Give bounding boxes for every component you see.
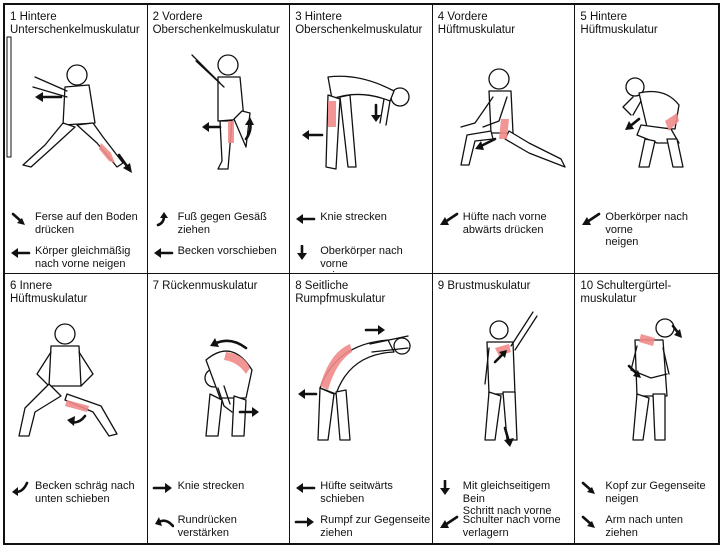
stretch-figure-hamstrings	[302, 75, 410, 170]
instruction-1: Knie strecken	[152, 480, 290, 493]
stretch-figure-glutes	[622, 77, 685, 168]
arrow-down-right-icon	[582, 515, 596, 528]
panel-title: 7 Rückenmuskulatur	[152, 280, 258, 292]
panel-7: 7 Rückenmuskulatur Knie strecken Rundrüc…	[148, 274, 291, 543]
instruction-1: Knie strecken	[294, 211, 432, 224]
arrow-down-left-icon	[439, 212, 459, 225]
panel-title: 10 Schultergürtel- muskulatur	[580, 280, 672, 305]
instruction-text: Oberkörper nach vorne neigen	[605, 211, 688, 248]
instruction-text: Körper gleichmäßig nach vorne neigen	[35, 245, 131, 270]
arrow-left-icon	[11, 248, 31, 258]
instruction-text: Rumpf zur Gegenseite ziehen	[320, 514, 431, 539]
stretch-figure-chest	[484, 311, 538, 447]
panel-6: 6 Innere Hüftmuskulatur Becken schräg na…	[5, 274, 148, 543]
instruction-2: Rundrücken verstärken	[152, 514, 290, 539]
stretch-figure-side-trunk	[298, 325, 411, 441]
instruction-1: Oberkörper nach vorne neigen	[579, 211, 717, 249]
instruction-2: Körper gleichmäßig nach vorne neigen	[9, 245, 147, 270]
instruction-text: Kopf zur Gegenseite neigen	[605, 480, 706, 505]
instruction-2: Schulter nach vorne verlagern	[437, 514, 575, 539]
arrow-curved-up-icon	[156, 212, 168, 227]
arrow-down-icon	[439, 480, 450, 495]
arrow-curved-left-icon	[154, 517, 174, 528]
arrow-left-icon	[296, 483, 316, 493]
panel-title: 1 Hintere Unterschenkelmuskulatur	[10, 11, 140, 36]
instruction-2: Becken vorschieben	[152, 245, 290, 258]
instruction-2: Rumpf zur Gegenseite ziehen	[294, 514, 432, 539]
instruction-1: Mit gleichseitigem Bein Schritt nach vor…	[437, 480, 575, 518]
instruction-2: Oberkörper nach vorne neigen	[294, 245, 432, 273]
arrow-down-right-icon	[582, 481, 596, 494]
panel-title: 3 Hintere Oberschenkelmuskulatur	[295, 11, 423, 36]
instruction-1: Kopf zur Gegenseite neigen	[579, 480, 717, 505]
arrow-down-icon	[297, 245, 308, 260]
instruction-text: Knie strecken	[320, 211, 387, 223]
arrow-down-left-icon	[582, 212, 601, 225]
panel-title: 5 Hintere Hüftmuskulatur	[580, 11, 658, 36]
panel-5: 5 Hintere Hüftmuskulatur Oberkörper nach…	[575, 5, 718, 274]
instruction-1: Becken schräg nach unten schieben	[9, 480, 147, 505]
instruction-1: Fuß gegen Gesäß ziehen	[152, 211, 290, 236]
panel-1: 1 Hintere Unterschenkelmuskulatur Ferse …	[5, 5, 148, 274]
arrow-down-left-icon	[439, 515, 459, 528]
instruction-1: Ferse auf den Boden drücken	[9, 211, 147, 236]
panel-8: 8 Seitliche Rumpfmuskulatur Hüfte seitwä…	[290, 274, 433, 543]
arrow-curved-down-left-icon	[12, 481, 29, 496]
arrow-right-icon	[294, 517, 315, 527]
instruction-1: Hüfte seitwärts schieben	[294, 480, 432, 505]
instruction-text: Hüfte seitwärts schieben	[320, 480, 393, 505]
instruction-text: Hüfte nach vorne abwärts drücken	[462, 211, 547, 236]
stretch-figure-shoulder-girdle	[628, 318, 683, 441]
instruction-text: Becken vorschieben	[177, 245, 277, 257]
stretch-figure-adductors	[18, 323, 118, 437]
panel-2: 2 Vordere Oberschenkelmuskulatur Fuß geg…	[147, 5, 291, 274]
stretch-figure-calf	[6, 36, 132, 173]
instruction-text: Mit gleichseitigem Bein Schritt nach vor…	[462, 480, 552, 517]
instruction-text: Fuß gegen Gesäß ziehen	[177, 211, 267, 236]
stretch-figure-back	[203, 338, 259, 437]
instruction-2: Arm nach unten ziehen	[579, 514, 717, 539]
panel-title: 9 Brustmuskulatur	[437, 280, 531, 292]
panel-title: 4 Vordere Hüftmuskulatur	[437, 11, 516, 36]
panel-title: 2 Vordere Oberschenkelmuskulatur	[152, 11, 280, 36]
instruction-text: Arm nach unten ziehen	[605, 514, 684, 539]
panel-9: 9 Brustmuskulatur Mit gleichseitigem Bei…	[433, 274, 576, 543]
stretch-figure-hip-flexors	[460, 68, 566, 168]
instruction-text: Knie strecken	[177, 480, 245, 492]
panel-title: 8 Seitliche Rumpfmuskulatur	[295, 280, 386, 305]
panel-10: 10 Schultergürtel- muskulatur Kopf zur G…	[575, 274, 718, 543]
instruction-text: Rundrücken verstärken	[177, 514, 237, 539]
arrow-left-icon	[296, 214, 316, 224]
instruction-text: Schulter nach vorne verlagern	[462, 514, 561, 539]
stretching-chart: 1 Hintere Unterschenkelmuskulatur Ferse …	[3, 3, 720, 545]
stretch-figure-quadriceps	[190, 54, 254, 170]
panel-4: 4 Vordere Hüftmuskulatur Hüfte nach vorn…	[432, 5, 576, 274]
instruction-text: Becken schräg nach unten schieben	[35, 480, 135, 505]
instruction-text: Ferse auf den Boden drücken	[35, 211, 138, 236]
panel-3: 3 Hintere Oberschenkelmuskulatur Knie st…	[290, 5, 433, 274]
arrow-right-icon	[152, 483, 172, 493]
arrow-down-right-icon	[11, 212, 25, 225]
panel-title: 6 Innere Hüftmuskulatur	[10, 280, 88, 305]
instruction-1: Hüfte nach vorne abwärts drücken	[437, 211, 575, 236]
arrow-left-icon	[153, 248, 173, 258]
instruction-text: Oberkörper nach vorne neigen	[320, 245, 403, 273]
